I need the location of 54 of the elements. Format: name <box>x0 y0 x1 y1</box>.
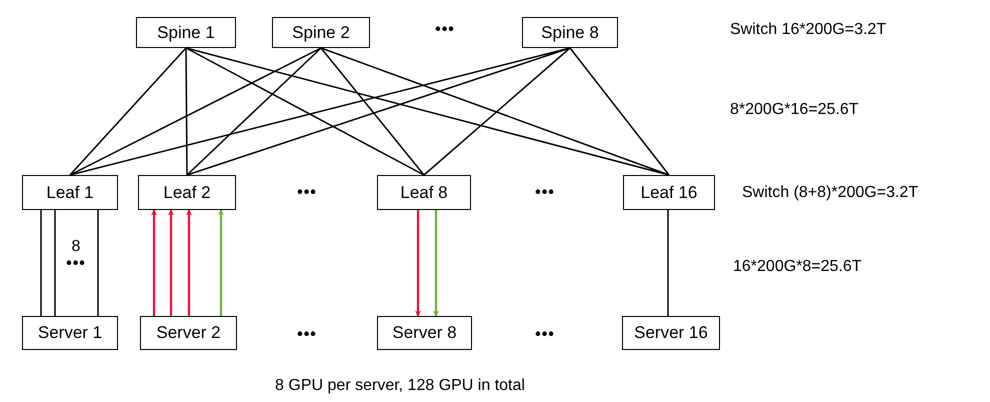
caption: 8 GPU per server, 128 GPU in total <box>275 377 525 395</box>
switch-box <box>22 316 118 350</box>
switch-box <box>377 175 471 210</box>
connection-line <box>40 210 42 316</box>
arrow <box>433 210 439 317</box>
connection-line <box>185 48 188 175</box>
connection-line <box>186 47 570 176</box>
node-label: Leaf 8 <box>400 182 448 202</box>
annotation-text: Switch (8+8)*200G=3.2T <box>742 184 918 202</box>
connection-line <box>186 47 424 176</box>
switch-box <box>622 316 720 350</box>
annotation-text: 16*200G*8=25.6T <box>733 258 862 276</box>
ellipsis: ••• <box>435 21 455 39</box>
node-label: Spine 8 <box>541 22 599 42</box>
ellipsis: ••• <box>535 326 555 344</box>
node-label: Leaf 16 <box>640 182 698 202</box>
switch-box <box>140 316 237 350</box>
ellipsis: ••• <box>297 326 317 344</box>
ellipsis: ••• <box>535 184 555 202</box>
switch-box <box>22 175 118 210</box>
arrow <box>168 209 174 316</box>
node-label: Server 2 <box>156 323 221 343</box>
node-label: Spine 1 <box>157 22 215 42</box>
connection-line <box>97 210 99 316</box>
arrow <box>415 210 421 317</box>
arrow <box>151 209 157 316</box>
switch-box <box>623 175 715 210</box>
connection-line <box>667 210 669 316</box>
node-label: Leaf 1 <box>46 182 94 202</box>
connection-line <box>569 48 670 176</box>
node-label: Server 8 <box>392 323 457 343</box>
node-label: Server 16 <box>634 323 708 343</box>
connection-line <box>424 47 570 176</box>
connection-line <box>186 47 322 176</box>
connection-line <box>320 48 425 176</box>
ellipsis: ••• <box>297 184 317 202</box>
annotation-text: 8 <box>72 238 80 256</box>
switch-box <box>272 17 370 48</box>
annotation-text: 8*200G*16=25.6T <box>730 101 859 119</box>
node-label: Leaf 2 <box>163 182 211 202</box>
switch-box <box>136 17 236 48</box>
connection-line <box>54 210 56 316</box>
arrow <box>218 209 224 316</box>
switch-box <box>377 316 472 350</box>
node-label: Server 1 <box>38 323 102 343</box>
switch-box <box>522 17 618 48</box>
arrow <box>186 209 192 316</box>
connection-line <box>69 48 187 176</box>
ellipsis: ••• <box>66 255 86 273</box>
connection-line <box>320 47 670 176</box>
annotation-text: Switch 16*200G=3.2T <box>730 21 886 39</box>
connection-line <box>70 47 322 176</box>
switch-box <box>138 175 236 210</box>
node-label: Spine 2 <box>292 22 350 42</box>
